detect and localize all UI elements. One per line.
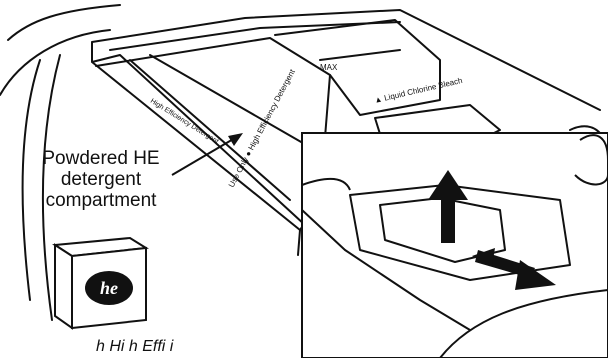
callout-line-3: compartment [26, 190, 176, 211]
callout-line-2: detergent [26, 169, 176, 190]
inset-frame [302, 133, 608, 358]
callout-arrowhead [228, 133, 243, 146]
bleach-label: ▲ Liquid Chlorine Bleach [373, 76, 463, 105]
strip-text-top: High Efficiency Detergent [149, 98, 220, 146]
max-label: MAX [320, 63, 338, 72]
svg-text:he: he [100, 278, 118, 298]
washer-top-outline [0, 5, 120, 95]
callout-label: Powdered HE detergent compartment [26, 148, 176, 211]
footer-partial-text: h Hi h Effi i [96, 338, 173, 356]
bleach-compartment [275, 20, 440, 115]
he-detergent-box: he [55, 238, 146, 328]
strip-text-bottom: Use Only ● High Efficiency Detergent [227, 67, 297, 189]
callout-line-1: Powdered HE [26, 148, 176, 169]
